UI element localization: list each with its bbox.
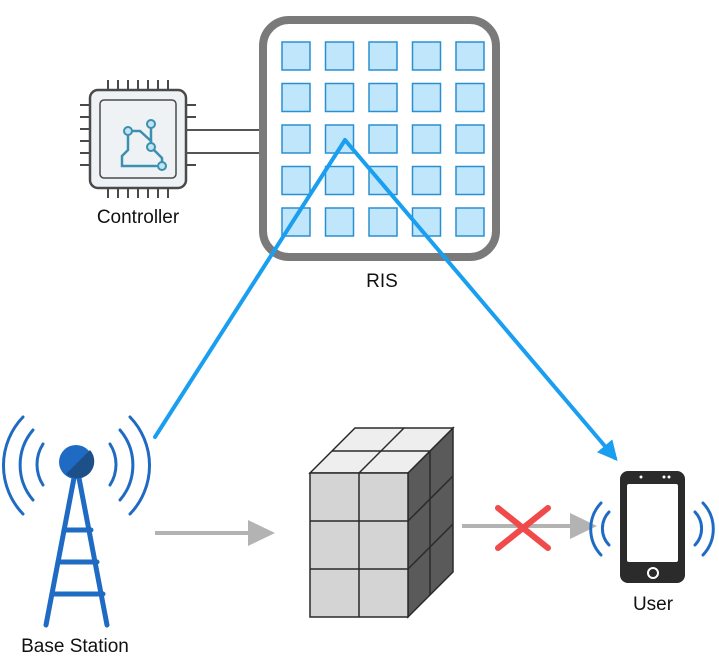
ris-element [324,41,355,71]
ris-element [368,41,398,71]
ris-element [281,82,311,113]
ris-element [281,207,311,237]
ris-element [455,165,485,196]
ris-element [368,124,398,154]
base-station-label: Base Station [21,636,129,657]
cross-icon [495,505,551,551]
building-blocks-icon [308,426,455,619]
ris-element [411,41,442,71]
cell-tower-icon [1,415,152,628]
ris-element [281,41,311,71]
user-label: User [633,594,674,615]
reflected-beam [153,138,618,462]
smartphone-icon [589,471,715,583]
ris-element [455,82,485,113]
ris-element [324,165,355,196]
ris-element [411,82,442,113]
ris-element [455,41,485,71]
ris-element [455,207,485,237]
ris-panel [259,16,500,261]
ris-element-grid [281,41,485,237]
controller-label: Controller [97,207,180,228]
ris-label: RIS [366,271,398,292]
ris-element [411,165,442,196]
chip-icon [80,80,196,198]
ris-element [411,124,442,154]
ris-element [281,124,311,154]
control-link [186,129,262,154]
ris-element [324,82,355,113]
ris-element [455,124,485,154]
direct-path-arrow [155,520,275,546]
ris-element [324,207,355,237]
ris-element [368,207,398,237]
ris-element [281,165,311,196]
ris-element [368,82,398,113]
